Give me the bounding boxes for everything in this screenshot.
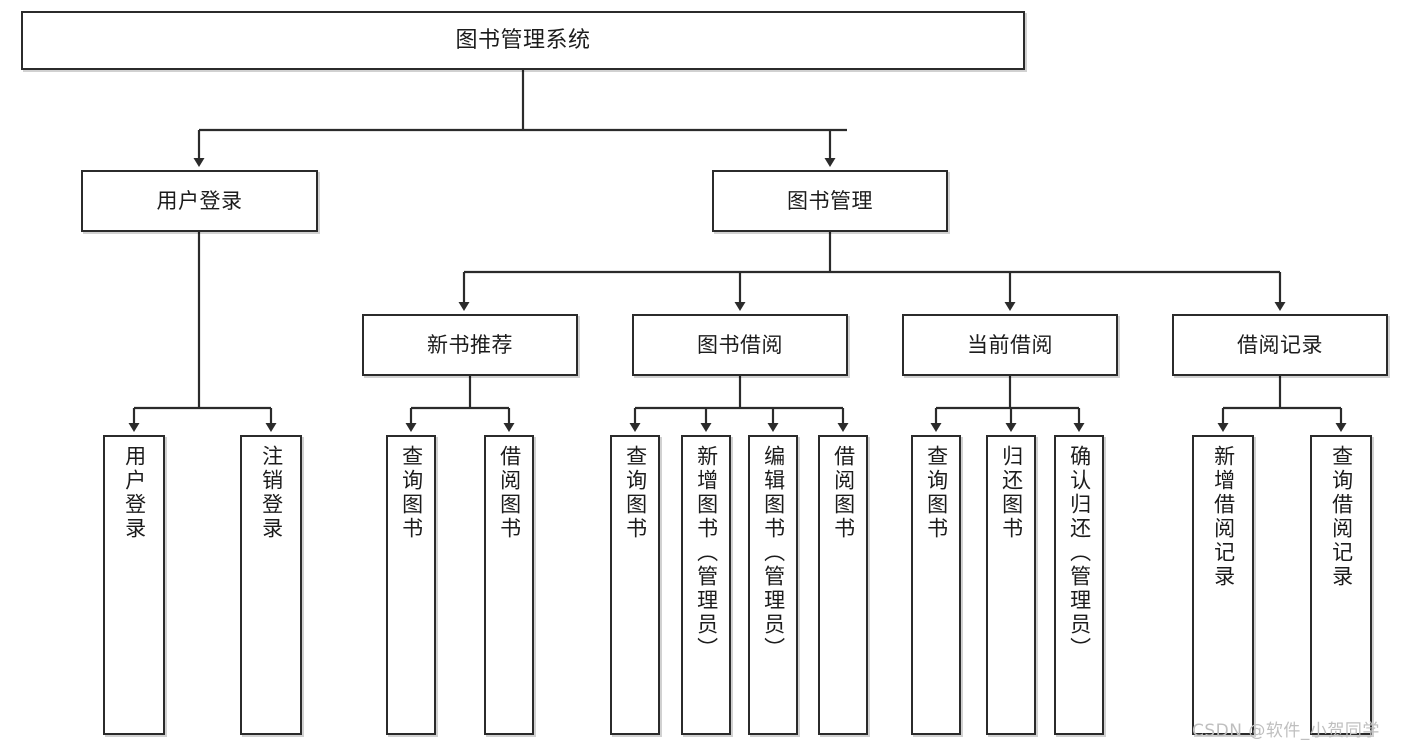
node-book-manage-label: 图书管理 [787, 188, 873, 213]
node-borrow-record[interactable]: 借阅记录 [1172, 314, 1388, 376]
node-leaf-add-book[interactable]: 新增图书（管理员） [681, 435, 731, 735]
node-leaf-user-login[interactable]: 用户登录 [103, 435, 165, 735]
node-leaf-edit-book[interactable]: 编辑图书（管理员） [748, 435, 798, 735]
node-leaf-user-logout[interactable]: 注销登录 [240, 435, 302, 735]
node-leaf-query-book-2-label: 查询图书 [623, 445, 648, 541]
node-leaf-borrow-book-1[interactable]: 借阅图书 [484, 435, 534, 735]
node-leaf-user-logout-label: 注销登录 [259, 445, 284, 541]
node-root[interactable]: 图书管理系统 [21, 11, 1025, 70]
node-leaf-confirm-return[interactable]: 确认归还（管理员） [1054, 435, 1104, 735]
node-leaf-query-book-3[interactable]: 查询图书 [911, 435, 961, 735]
node-leaf-borrow-book-2[interactable]: 借阅图书 [818, 435, 868, 735]
node-leaf-query-book-2[interactable]: 查询图书 [610, 435, 660, 735]
node-new-book-rec-label: 新书推荐 [427, 332, 513, 357]
csdn-watermark: CSDN @软件_小贺同学 [1192, 721, 1380, 741]
node-book-borrow-label: 图书借阅 [697, 332, 783, 357]
node-user-login[interactable]: 用户登录 [81, 170, 318, 232]
node-leaf-add-record-label: 新增借阅记录 [1211, 445, 1236, 589]
node-leaf-borrow-book-1-label: 借阅图书 [497, 445, 522, 541]
node-root-label: 图书管理系统 [455, 27, 591, 53]
node-leaf-query-record-label: 查询借阅记录 [1329, 445, 1354, 589]
node-leaf-return-book[interactable]: 归还图书 [986, 435, 1036, 735]
node-user-login-label: 用户登录 [156, 188, 243, 213]
node-borrow-record-label: 借阅记录 [1237, 332, 1323, 357]
node-leaf-user-login-label: 用户登录 [122, 445, 147, 541]
node-leaf-add-book-label: 新增图书（管理员） [694, 445, 719, 661]
node-leaf-return-book-label: 归还图书 [999, 445, 1024, 541]
node-new-book-rec[interactable]: 新书推荐 [362, 314, 578, 376]
node-leaf-add-record[interactable]: 新增借阅记录 [1192, 435, 1254, 735]
node-book-borrow[interactable]: 图书借阅 [632, 314, 848, 376]
node-leaf-query-book-1-label: 查询图书 [399, 445, 424, 541]
node-book-manage[interactable]: 图书管理 [712, 170, 948, 232]
node-leaf-confirm-return-label: 确认归还（管理员） [1067, 445, 1092, 661]
node-leaf-borrow-book-2-label: 借阅图书 [831, 445, 856, 541]
node-leaf-query-book-1[interactable]: 查询图书 [386, 435, 436, 735]
node-leaf-edit-book-label: 编辑图书（管理员） [761, 445, 786, 661]
node-leaf-query-record[interactable]: 查询借阅记录 [1310, 435, 1372, 735]
node-current-borrow[interactable]: 当前借阅 [902, 314, 1118, 376]
node-leaf-query-book-3-label: 查询图书 [924, 445, 949, 541]
node-current-borrow-label: 当前借阅 [967, 332, 1053, 357]
